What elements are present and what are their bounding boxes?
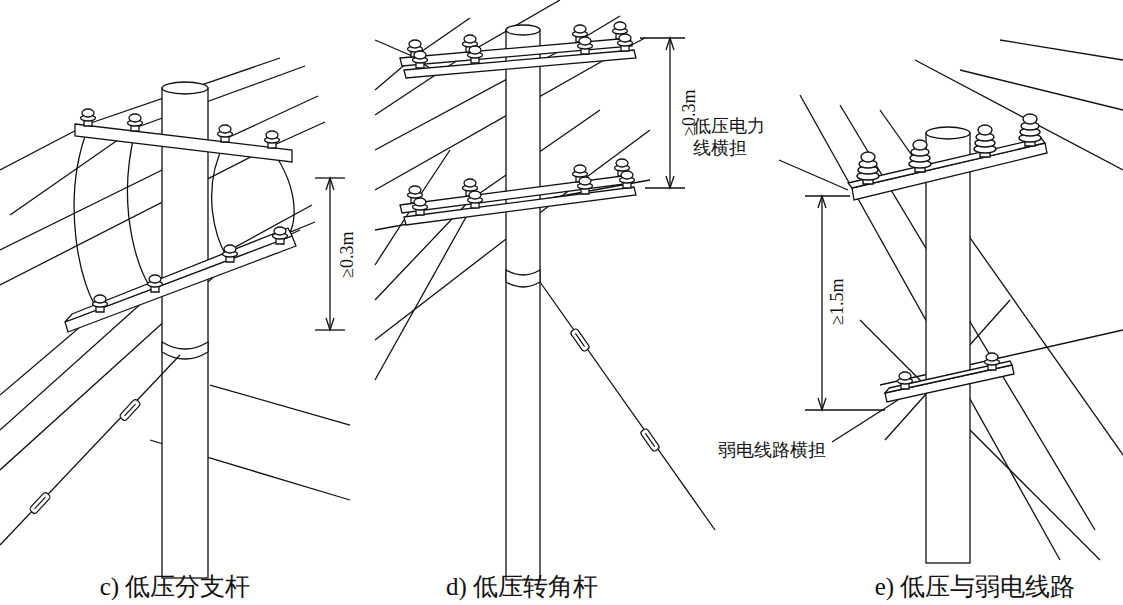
shared-pole <box>779 40 1123 563</box>
crossarm-label: 弱电线路横担 <box>718 440 826 462</box>
figure-caption: d) 低压转角杆 <box>446 572 598 602</box>
branch-pole <box>0 58 350 578</box>
dimension-label: ≥1.5m <box>827 279 849 325</box>
figure-caption: c) 低压分支杆 <box>100 572 251 602</box>
crossarm-label: 低压电力线横担 <box>693 116 770 159</box>
dimension-label: ≥0.3m <box>337 232 359 278</box>
corner-pole <box>375 0 715 580</box>
figure-caption: e) 低压与弱电线路 <box>875 572 1076 602</box>
